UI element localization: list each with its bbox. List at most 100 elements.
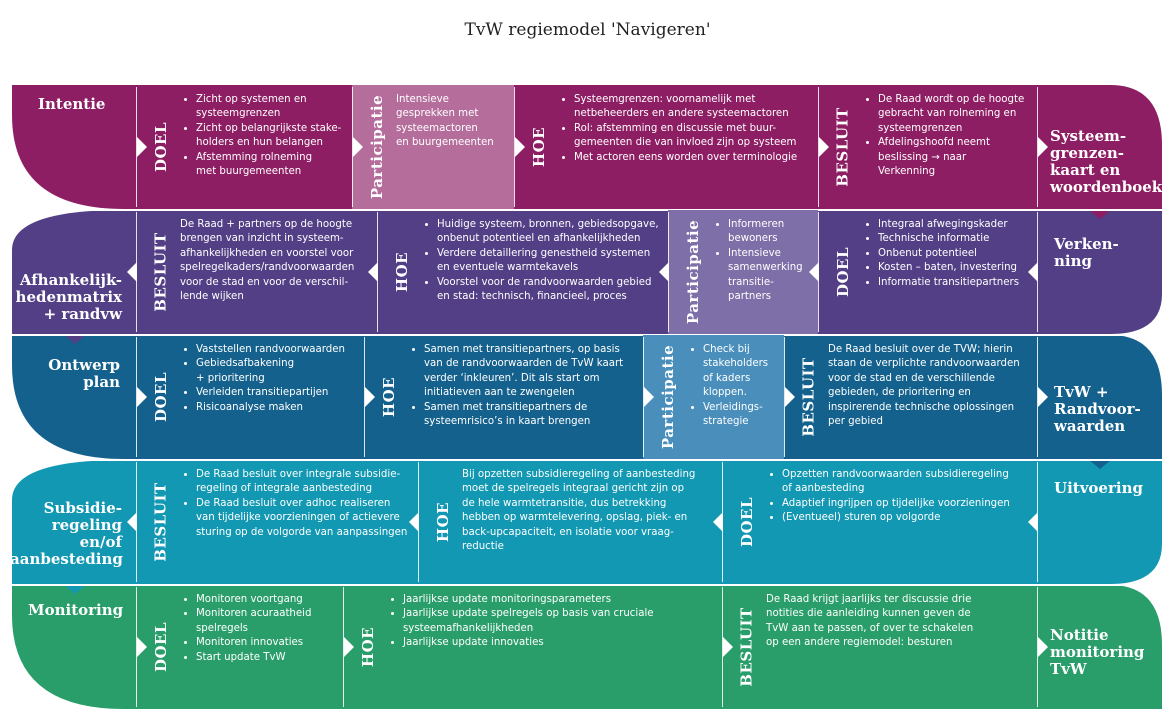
cell-content: Intensieve gesprekken met systeemactoren… [396,93,508,203]
cell-separator [784,337,785,457]
cell-content: De Raad krijgt jaarlijks ter discussie d… [766,593,1031,703]
cell-content: De Raad besluit over de TVW; hierin staa… [828,343,1031,453]
row-separator [12,459,1162,461]
bullet-item: Intensieve samenwerking transitie- partn… [728,247,812,305]
chevron-left-icon [409,512,419,532]
cell-content: Check bij stakeholders of kaders kloppen… [687,343,778,453]
cell-content: Bij opzetten subsidieregeling of aanbest… [462,468,716,578]
bullet-item: Zicht op belangrijkste stake- holders en… [196,122,346,151]
bullet-item: Kosten – baten, investering [878,261,1031,275]
bullet-item: Integraal afwegingskader [878,218,1031,232]
band-right-cap [1037,85,1162,209]
cell-heading-text: DOEL [152,371,170,423]
bullet-item: Afstemming rolneming met buurgemeenten [196,151,346,180]
cell-content: Integraal afwegingskaderTechnische infor… [862,218,1031,328]
bullet-item: Systeemgrenzen: voornamelijk met netbehe… [574,93,812,122]
bullet-list: Huidige systeem, bronnen, gebiedsopgave,… [421,218,662,304]
band-right-cap [1037,460,1162,584]
bullet-item: Monitoren innovaties [196,636,337,650]
cell-doel: DOELVaststellen randvoorwaardenGebiedsaf… [136,335,364,459]
chevron-right-icon [644,387,654,407]
cell-doel: DOELOpzetten randvoorwaarden subsidiereg… [722,460,1037,584]
cell-heading-text: BESLUIT [834,107,852,187]
cell-separator [1037,587,1038,707]
band-right-cap [1037,335,1162,459]
cell-heading-text: HOE [359,626,378,668]
cell-content: Systeemgrenzen: voornamelijk met netbehe… [558,93,812,203]
cell-separator [352,87,353,207]
cell-content: Huidige systeem, bronnen, gebiedsopgave,… [421,218,662,328]
bullet-item: Afdelingshoofd neemt beslissing → naar V… [878,136,1031,179]
bullet-item: De Raad wordt op de hoogte gebracht van … [878,93,1031,136]
bullet-item: Onbenut potentieel [878,247,1031,261]
flow-arrow [63,584,87,594]
cell-heading-doel: DOEL [826,210,860,334]
phase-label-right: Uitvoering [1054,479,1143,497]
band-body [136,460,1037,584]
band-left-cap [12,210,136,334]
cell-heading-text: DOEL [152,121,170,173]
band-right-cap [1037,210,1162,334]
bullet-item: Jaarlijkse update spelregels op basis va… [403,607,716,636]
cell-heading-text: HOE [380,376,399,418]
cell-besluit: BESLUIT De Raad wordt op de hoogte gebrac… [818,85,1037,209]
phase-label-right: Notitie monitoring TvW [1050,626,1145,678]
cell-text: Bij opzetten subsidieregeling of aanbest… [462,469,696,553]
bullet-item: Vaststellen randvoorwaarden [196,343,358,357]
bullet-item: Technische informatie [878,232,1031,246]
cell-heading-hoe: HOE [385,210,419,334]
row-separator [12,584,1162,586]
cell-participatie: Participatie Informeren bewonersIntensiev… [668,210,818,334]
cell-heading-besluit: BESLUIT [144,210,178,334]
cell-separator [643,337,644,457]
phase-label-left: Monitoring [28,601,124,619]
bullet-item: Verleiden transitiepartijen [196,386,358,400]
cell-heading-hoe: HOE [426,460,460,584]
bullet-list: Opzetten randvoorwaarden subsidieregelin… [766,468,1031,526]
bullet-item: Voorstel voor de randvoorwaarden gebied … [437,276,662,305]
cell-separator [136,337,137,457]
cell-content: Samen met transitiepartners, op basis va… [408,343,637,453]
chevron-right-icon [344,637,354,657]
bullet-item: Informatie transitiepartners [878,276,1031,290]
bullet-item: Adaptief ingrijpen op tijdelijke voorzie… [782,497,1031,511]
chevron-right-icon [137,387,147,407]
band-right-cap [1037,585,1162,709]
cell-hoe: HOESysteemgrenzen: voornamelijk met netb… [514,85,818,209]
band-body [136,335,1037,459]
cell-heading-text: BESLUIT [152,482,170,562]
bullet-item: Huidige systeem, bronnen, gebiedsopgave,… [437,218,662,247]
band-left-cap [12,585,136,709]
cell-participatie: Participatie Intensieve gesprekken met sy… [352,85,514,209]
cell-heading-text: BESLUIT [800,357,818,437]
cell-text: De Raad + partners op de hoogte brengen … [180,219,355,303]
bullet-item: Rol: afstemming en discussie met buur- g… [574,122,812,151]
bullet-list: Monitoren voortgangMonitoren acuraatheid… [180,593,337,665]
bullet-item: Informeren bewoners [728,218,812,247]
chevron-right-icon [353,137,363,157]
bullet-item: Risicoanalyse maken [196,401,358,415]
cell-heading-besluit: BESLUIT [144,460,178,584]
cell-heading-participatie: Participatie [676,210,710,334]
flow-arrow [1088,209,1112,219]
bullet-list: De Raad wordt op de hoogte gebracht van … [862,93,1031,179]
cell-content: De Raad + partners op de hoogte brengen … [180,218,371,328]
bullet-list: Zicht op systemen en systeemgrenzenZicht… [180,93,346,179]
band-left-cap [12,335,136,459]
cell-separator [343,587,344,707]
cell-content: Monitoren voortgangMonitoren acuraatheid… [180,593,337,703]
chevron-right-icon [723,637,733,657]
band-left-cap [12,85,136,209]
bullet-item: Monitoren voortgang [196,593,337,607]
bullet-item: Start update TvW [196,651,337,665]
bullet-item: Verleidings- strategie [703,401,778,430]
cell-heading-besluit: BESLUIT [826,85,860,209]
flow-arrow [1088,459,1112,469]
cell-separator [136,587,137,707]
cell-heading-text: Participatie [368,94,386,200]
cell-heading-text: Participatie [684,219,702,325]
